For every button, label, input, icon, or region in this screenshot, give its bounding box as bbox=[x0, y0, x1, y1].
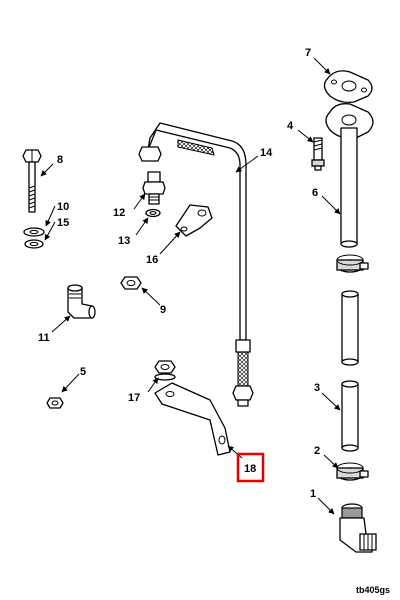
callout-11: 11 bbox=[38, 332, 50, 344]
callout-1: 1 bbox=[310, 488, 316, 500]
callout-labels: 8 10 15 11 5 9 12 13 16 14 17 7 4 6 3 2 … bbox=[38, 47, 320, 500]
callout-16: 16 bbox=[146, 254, 158, 266]
leader-arrows bbox=[40, 57, 341, 515]
part-18-bracket bbox=[154, 382, 231, 456]
callout-3: 3 bbox=[314, 382, 320, 394]
part-14-tube-assembly bbox=[138, 122, 254, 407]
callout-18-highlight-box bbox=[236, 452, 265, 483]
part-6-flanged-tube bbox=[325, 103, 374, 248]
callout-5: 5 bbox=[80, 366, 86, 378]
part-13-washer bbox=[145, 208, 161, 218]
part-17-flange-nut bbox=[154, 360, 176, 381]
callout-15: 15 bbox=[57, 217, 69, 229]
part-10-flat-washer bbox=[23, 227, 45, 237]
upper-hose-clamp bbox=[336, 254, 369, 273]
part-1-elbow-fitting bbox=[339, 503, 377, 553]
callout-13: 13 bbox=[118, 235, 130, 247]
callout-14: 14 bbox=[260, 147, 273, 159]
callout-4: 4 bbox=[287, 120, 294, 132]
hose-segment-upper bbox=[341, 290, 359, 366]
callout-18: 18 bbox=[244, 463, 256, 475]
part-12-fitting bbox=[142, 171, 166, 205]
part-2-hose-clamp bbox=[336, 462, 369, 481]
callout-2: 2 bbox=[314, 445, 320, 457]
callout-7: 7 bbox=[305, 47, 311, 59]
part-7-gasket bbox=[323, 70, 373, 104]
figure-reference-code: tb405gs bbox=[356, 585, 390, 595]
part-11-elbow-fitting bbox=[67, 284, 96, 319]
part-8-bolt bbox=[22, 149, 42, 213]
part-15-lock-washer bbox=[24, 239, 44, 249]
callout-17: 17 bbox=[128, 392, 140, 404]
callout-12: 12 bbox=[113, 207, 125, 219]
callout-9: 9 bbox=[160, 304, 166, 316]
callout-10: 10 bbox=[57, 201, 69, 213]
part-4-stud bbox=[311, 137, 325, 171]
part-5-nut bbox=[46, 397, 64, 409]
callout-8: 8 bbox=[57, 154, 63, 166]
part-3-hose bbox=[341, 380, 359, 452]
part-16-clip bbox=[175, 204, 213, 237]
callout-6: 6 bbox=[312, 187, 318, 199]
part-9-nut bbox=[120, 276, 142, 290]
